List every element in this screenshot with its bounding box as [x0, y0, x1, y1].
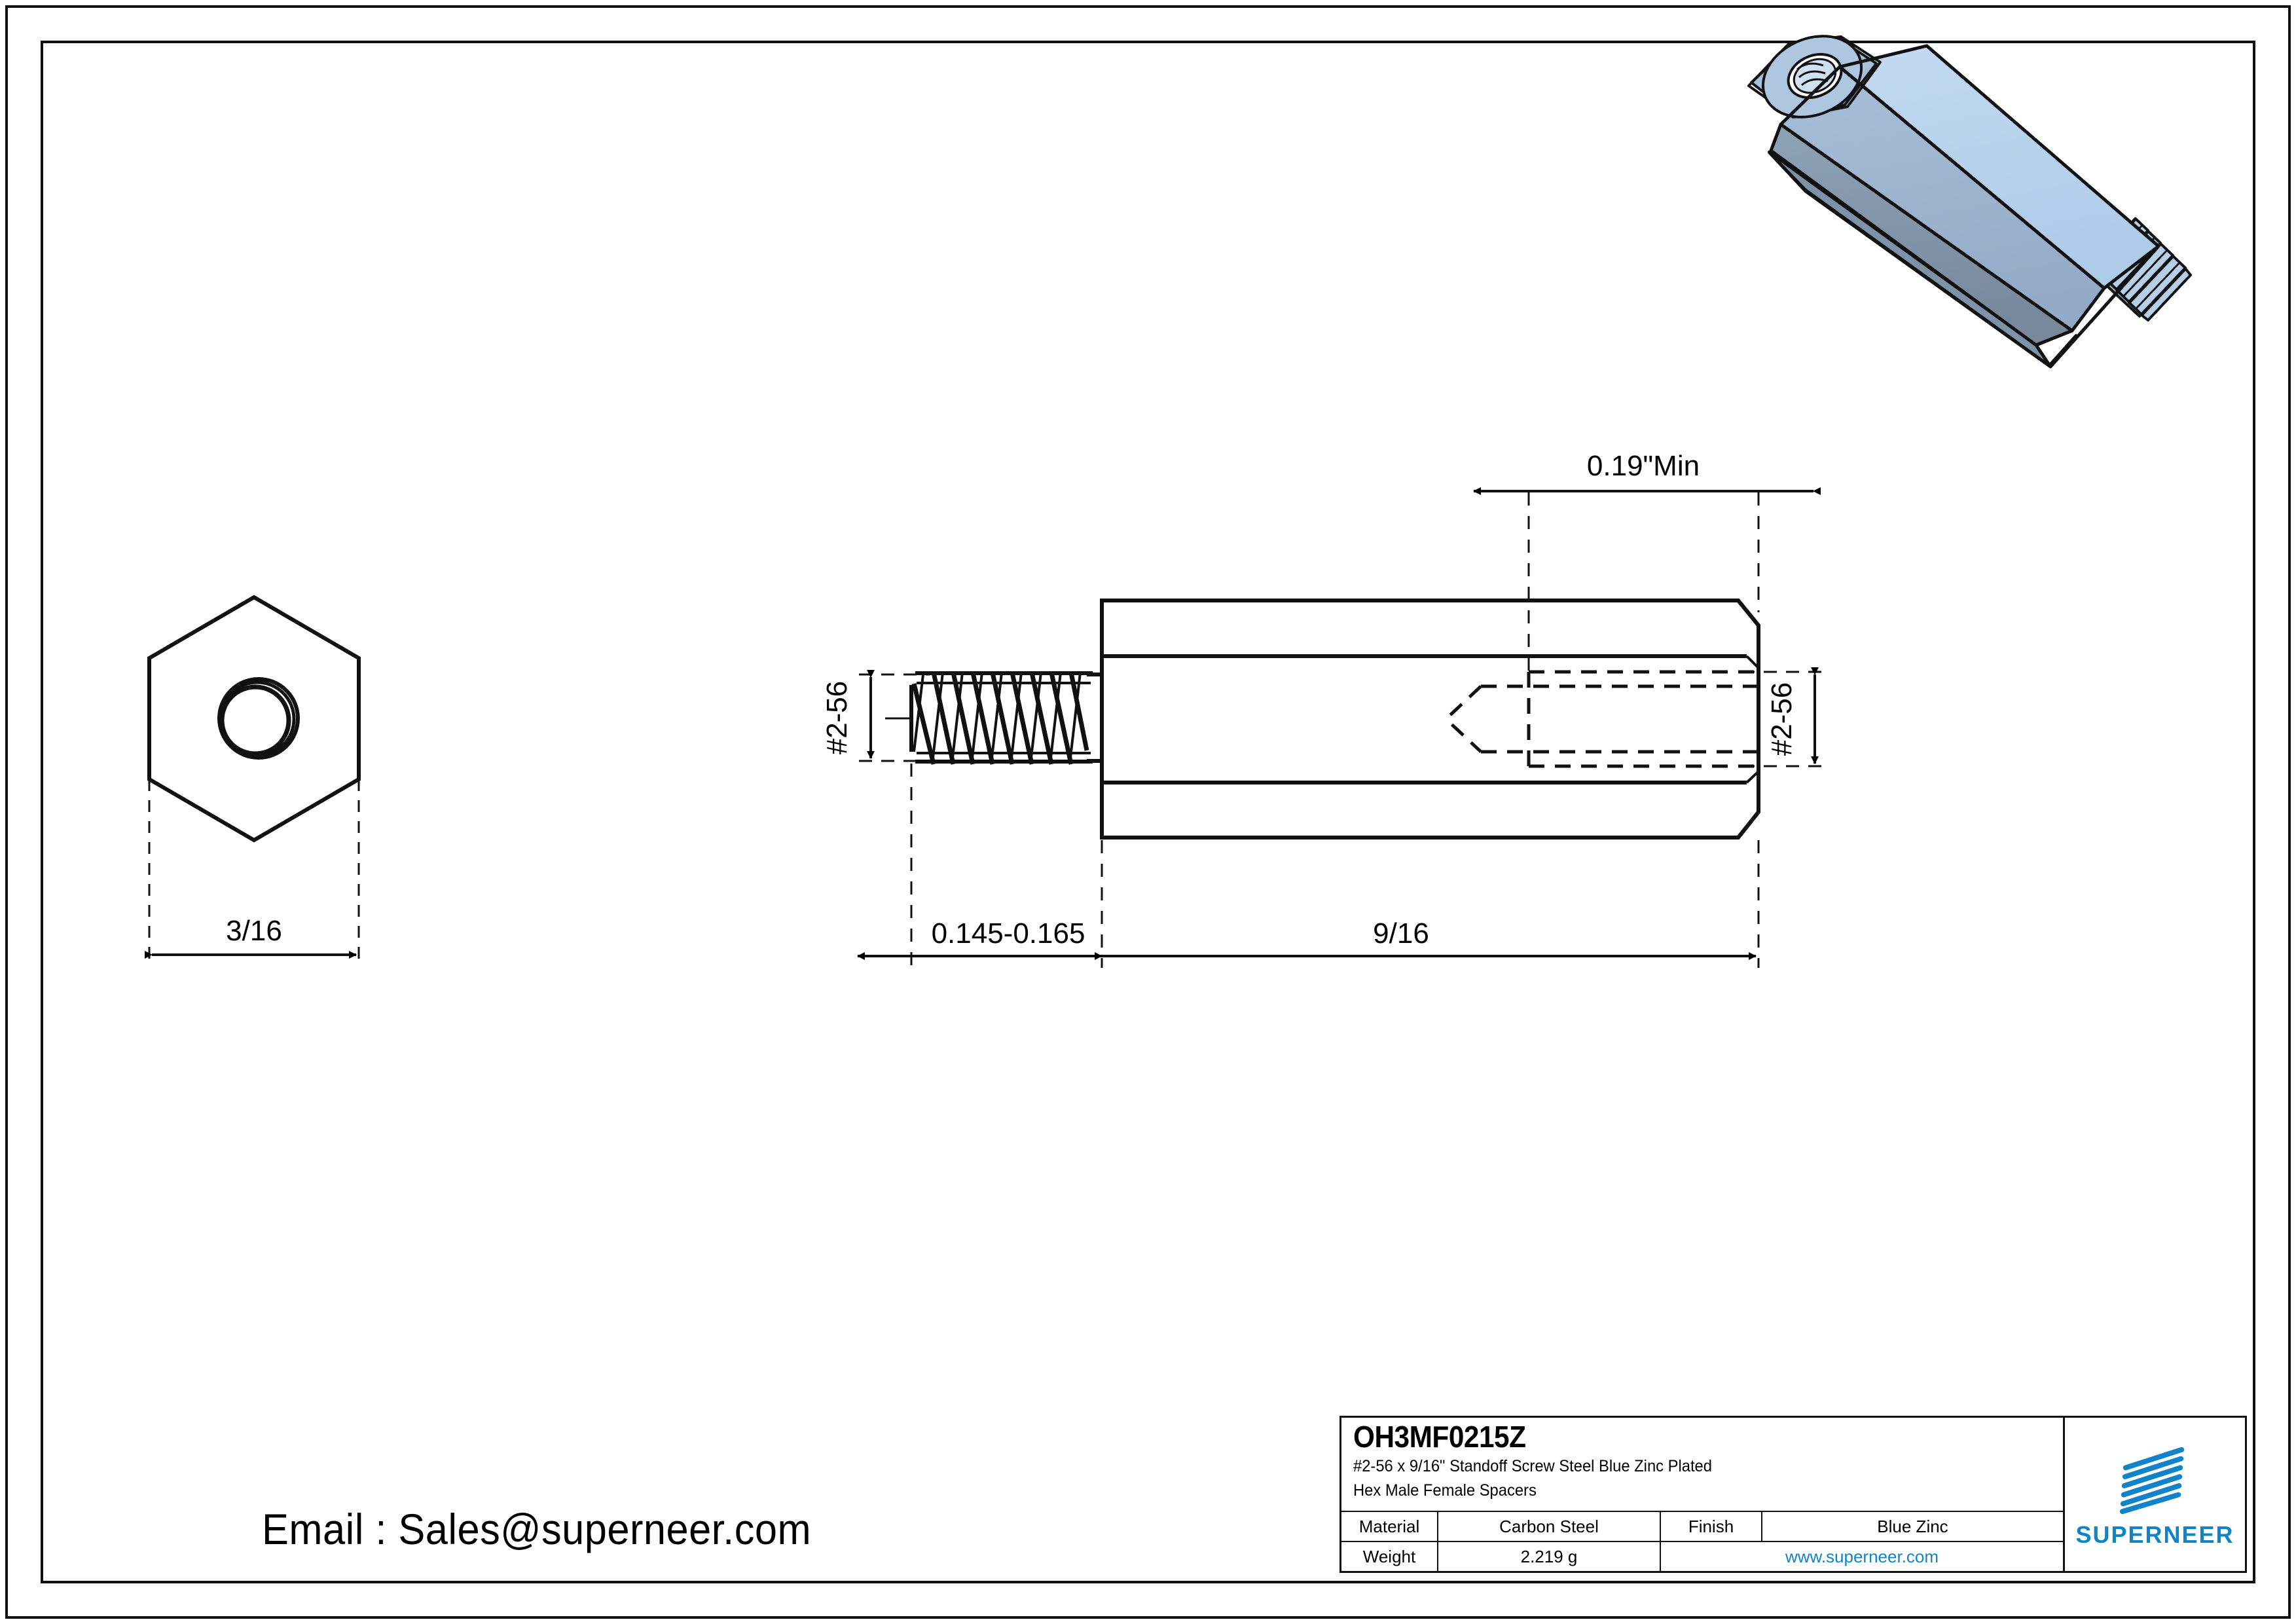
- dim-thread-depth: 0.19"Min: [1473, 450, 1821, 672]
- spec-row-weight-website: Weight 2.219 g www.superneer.com: [1341, 1542, 2063, 1571]
- company-name: SUPERNEER: [2075, 1521, 2234, 1548]
- dim-body-length-text: 9/16: [1373, 917, 1429, 950]
- dim-body-length: 9/16: [1095, 840, 1760, 968]
- title-block: OH3MF0215Z #2-56 x 9/16" Standoff Screw …: [1339, 1416, 2247, 1573]
- spec-row-material-finish: Material Carbon Steel Finish Blue Zinc: [1341, 1512, 2063, 1542]
- iso-hex-end-face: [1747, 35, 1882, 119]
- isometric-standoff-model: [1747, 35, 2192, 369]
- dim-stud-length-text: 0.145-0.165: [932, 917, 1085, 950]
- male-thread-stud: [909, 671, 1102, 765]
- material-value: Carbon Steel: [1438, 1512, 1661, 1541]
- sheet-border-outer: [5, 5, 2291, 1619]
- finish-label: Finish: [1661, 1512, 1762, 1541]
- part-number: OH3MF0215Z: [1353, 1420, 1526, 1454]
- superneer-stripes-icon: [2119, 1447, 2184, 1515]
- dim-male-thread-size: #2-56: [821, 670, 930, 762]
- dim-thread-depth-text: 0.19"Min: [1587, 450, 1700, 482]
- dim-female-thread-size: #2-56: [1741, 667, 1827, 767]
- dim-male-thread-size-text: #2-56: [821, 681, 853, 755]
- title-block-header: OH3MF0215Z #2-56 x 9/16" Standoff Screw …: [1341, 1418, 2063, 1512]
- dim-across-flats-text: 3/16: [226, 915, 282, 947]
- dim-stud-length: 0.145-0.165: [857, 764, 1103, 968]
- side-section-view: 0.19"Min #2-56 #2-56: [821, 450, 1827, 968]
- contact-email: Email : Sales@superneer.com: [262, 1505, 812, 1553]
- hex-outline: [147, 595, 361, 843]
- sheet-border-inner: [41, 41, 2255, 1583]
- title-block-spec-table: Material Carbon Steel Finish Blue Zinc W…: [1341, 1512, 2063, 1571]
- material-label: Material: [1341, 1512, 1438, 1541]
- company-logo: SUPERNEER: [2065, 1418, 2245, 1571]
- hex-body-side: [1100, 599, 1760, 840]
- finish-value: Blue Zinc: [1877, 1516, 1948, 1536]
- weight-label: Weight: [1341, 1542, 1438, 1571]
- dim-female-thread-size-text: #2-56: [1766, 682, 1798, 756]
- hex-end-view: 3/16: [145, 595, 361, 964]
- thread-root-circle: [219, 680, 296, 758]
- weight-value: 2.219 g: [1438, 1542, 1661, 1571]
- website-link[interactable]: www.superneer.com: [1785, 1546, 1939, 1566]
- part-description-line-1: #2-56 x 9/16" Standoff Screw Steel Blue …: [1353, 1456, 1712, 1475]
- internal-thread-hidden-lines: [1448, 670, 1761, 768]
- part-description-line-2: Hex Male Female Spacers: [1353, 1481, 1537, 1500]
- title-block-info: OH3MF0215Z #2-56 x 9/16" Standoff Screw …: [1341, 1418, 2065, 1571]
